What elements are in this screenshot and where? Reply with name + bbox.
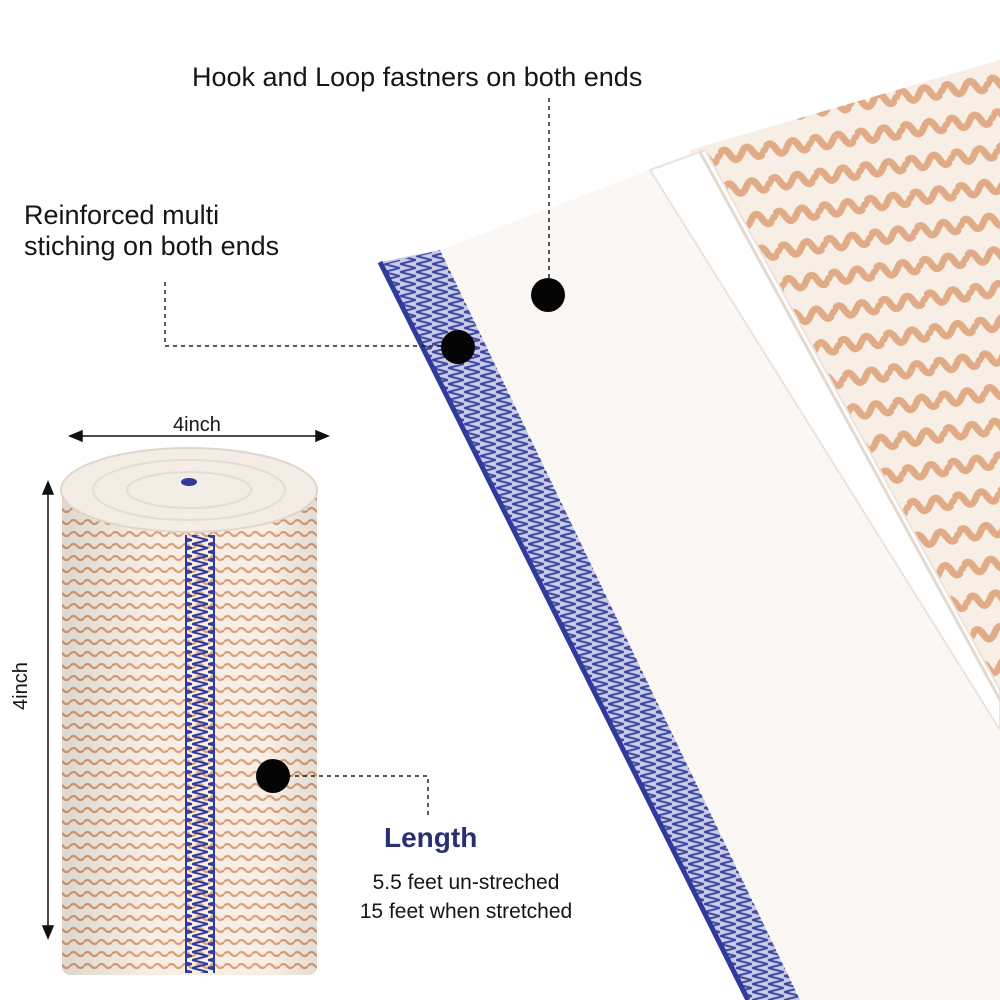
hook-loop-marker-dot — [531, 278, 565, 312]
length-leader — [287, 775, 429, 818]
hook-loop-caption: Hook and Loop fastners on both ends — [192, 62, 643, 92]
stitching-caption-line2: stiching on both ends — [24, 231, 280, 261]
stitch-leader — [164, 282, 441, 347]
bandage-closeup — [377, 60, 1000, 1000]
stitching-marker-dot — [441, 330, 475, 364]
width-dimension-label: 4inch — [173, 414, 221, 436]
length-title: Length — [384, 822, 478, 853]
length-marker-dot — [256, 759, 290, 793]
stitching-caption-line1: Reinforced multi — [24, 200, 220, 230]
bandage-roll — [60, 447, 318, 975]
length-unstretched: 5.5 feet un-streched — [372, 871, 560, 894]
width-arrow — [68, 429, 330, 443]
height-dimension-label: 4inch — [10, 662, 32, 710]
length-stretched: 15 feet when stretched — [359, 900, 573, 923]
height-arrow — [41, 480, 55, 940]
